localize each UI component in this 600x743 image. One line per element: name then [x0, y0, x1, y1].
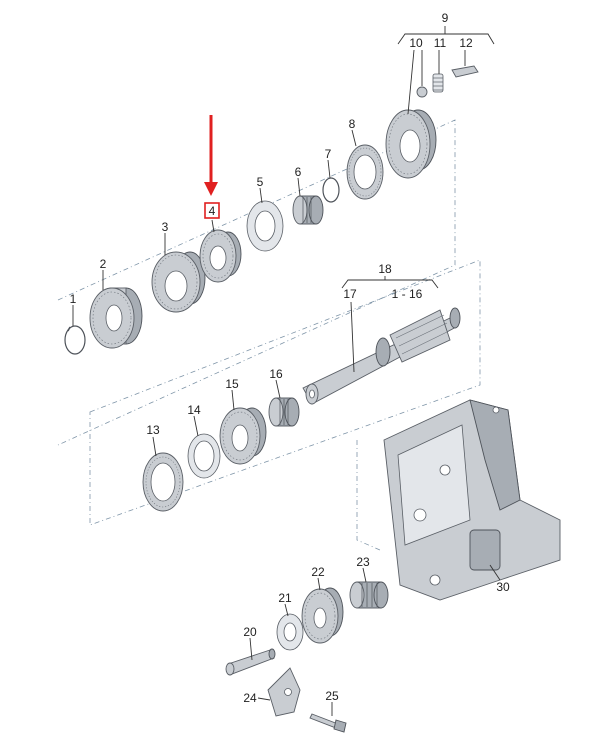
callout-14[interactable]: 14: [187, 403, 201, 417]
callout-6[interactable]: 6: [295, 165, 302, 179]
callout-12[interactable]: 12: [459, 36, 473, 50]
callout-24[interactable]: 24: [243, 691, 257, 705]
part-12-thrust-piece[interactable]: [451, 65, 479, 78]
part-10-ball[interactable]: [416, 86, 428, 98]
highlighted-callout-4[interactable]: 4: [204, 202, 220, 219]
part-24-bracket[interactable]: [267, 667, 301, 717]
callout-2[interactable]: 2: [100, 257, 107, 271]
callout-13[interactable]: 13: [146, 423, 160, 437]
part-14-washer[interactable]: [187, 433, 221, 479]
callout-30[interactable]: 30: [496, 580, 510, 594]
callout-5[interactable]: 5: [257, 175, 264, 189]
part-8-synchro-ring[interactable]: [346, 144, 384, 200]
part-21-washer[interactable]: [276, 613, 304, 651]
callout-9[interactable]: 9: [442, 11, 449, 25]
callout-3[interactable]: 3: [162, 220, 169, 234]
callout-23[interactable]: 23: [356, 555, 370, 569]
callout-20[interactable]: 20: [243, 625, 257, 639]
part-16-needle-bearing[interactable]: [268, 397, 300, 427]
callout-25[interactable]: 25: [325, 689, 339, 703]
callout-1[interactable]: 1: [70, 292, 77, 306]
part-7-circlip[interactable]: [322, 177, 340, 203]
part-4-gear[interactable]: [199, 229, 242, 283]
part-15-gear[interactable]: [219, 407, 267, 465]
part-13-synchro-ring[interactable]: [142, 452, 184, 512]
callout-labels: 1 2 3 5 6 7 8 9 10 11 12 18 1 - 16 17 13…: [70, 11, 510, 705]
part-5-washer[interactable]: [246, 200, 284, 252]
part-25-bolt[interactable]: [309, 713, 347, 733]
part-22-gear[interactable]: [301, 587, 344, 644]
part-30-housing[interactable]: [383, 399, 561, 601]
part-6-needle-bearing[interactable]: [292, 195, 324, 225]
part-3-gear[interactable]: [151, 251, 206, 313]
part-23-needle-bearing[interactable]: [349, 581, 389, 609]
callout-21[interactable]: 21: [278, 591, 292, 605]
callout-4[interactable]: 4: [209, 204, 216, 218]
part-2-gear[interactable]: [89, 287, 143, 349]
callout-7[interactable]: 7: [325, 147, 332, 161]
part-20-shaft[interactable]: [225, 648, 276, 676]
callout-18[interactable]: 18: [378, 262, 392, 276]
callout-8[interactable]: 8: [349, 117, 356, 131]
callout-18-range: 1 - 16: [392, 287, 423, 301]
part-1-circlip[interactable]: [64, 325, 86, 355]
leader-lines: [72, 26, 501, 716]
red-down-arrow-icon: [204, 115, 218, 196]
callout-22[interactable]: 22: [311, 565, 325, 579]
part-9-synchro-hub[interactable]: [385, 109, 437, 179]
part-17-main-shaft[interactable]: [302, 307, 461, 405]
part-11-spring[interactable]: [432, 73, 444, 93]
callout-10[interactable]: 10: [409, 36, 423, 50]
callout-17[interactable]: 17: [343, 287, 357, 301]
callout-16[interactable]: 16: [269, 367, 283, 381]
callout-15[interactable]: 15: [225, 377, 239, 391]
callout-11[interactable]: 11: [434, 36, 447, 50]
